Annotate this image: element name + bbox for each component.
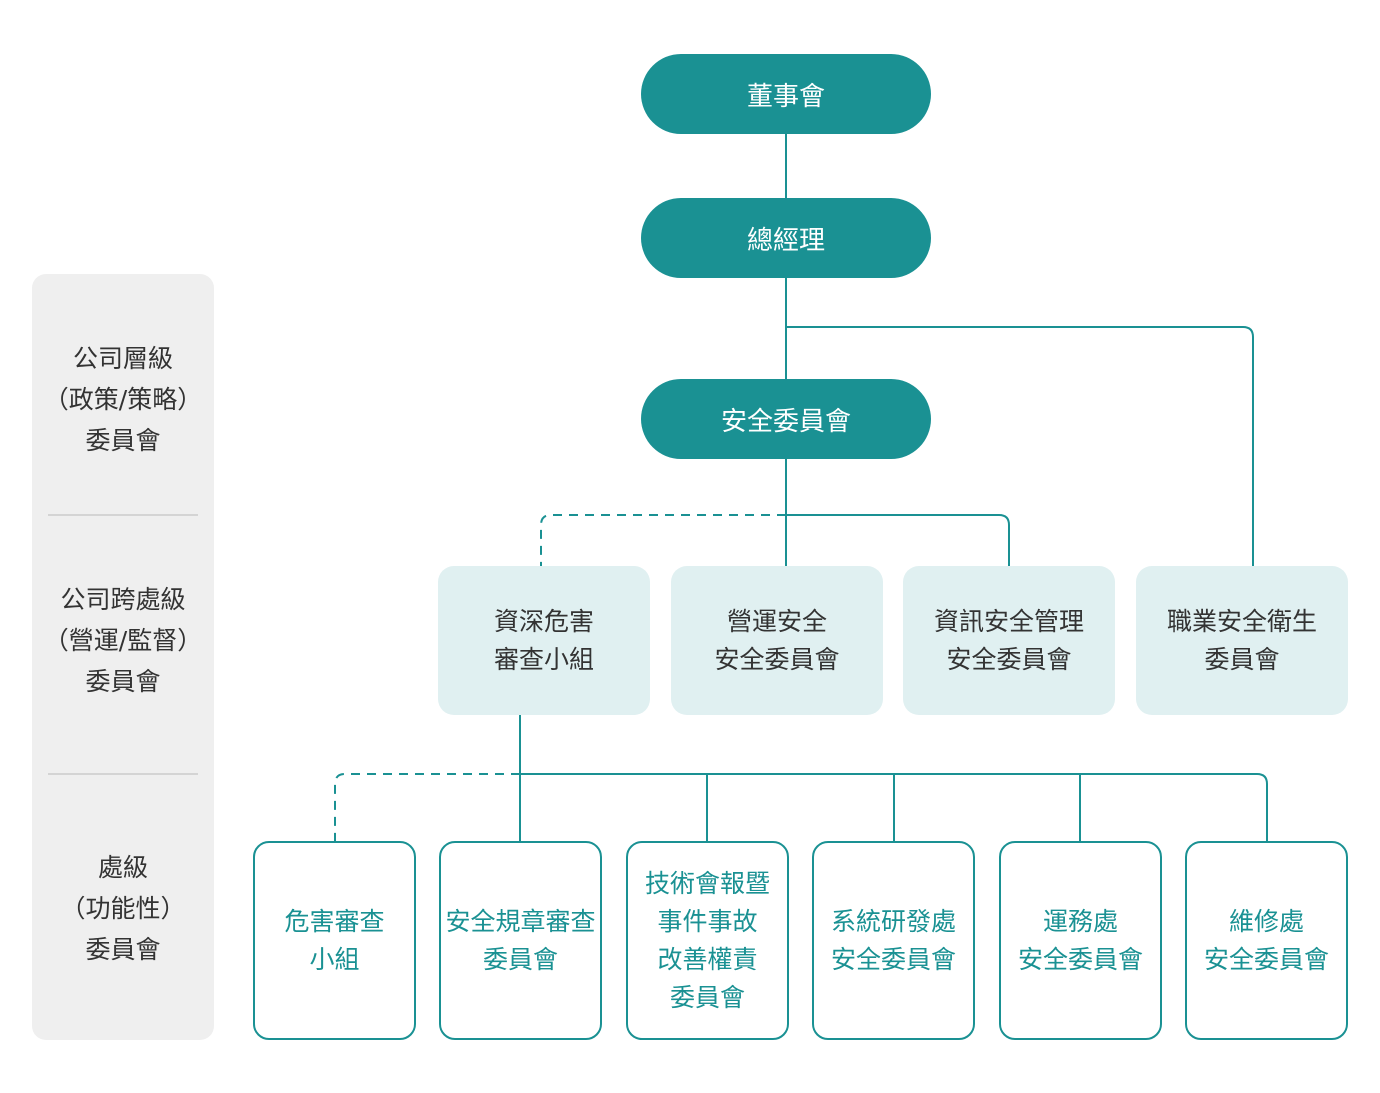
safety-committee-node: 安全委員會 [641, 379, 931, 459]
node-line: 事件事故 [657, 906, 758, 936]
level-company-line-3: 委員會 [85, 426, 161, 455]
node-line: 營運安全 [726, 606, 827, 636]
node-line: 委員會 [669, 982, 745, 1012]
system-rd-safety-committee-node: 系統研發處 安全委員會 [812, 841, 975, 1040]
level-company-line-1: 公司層級 [72, 344, 173, 373]
node-line: 技術會報暨 [644, 868, 770, 898]
node-line: 資深危害 [493, 606, 594, 636]
node-line: 系統研發處 [830, 906, 956, 936]
connector-rail-maint [1256, 773, 1268, 842]
node-line: 維修處 [1228, 906, 1304, 936]
node-line: 危害審查 [284, 906, 385, 936]
connector-committee-infosec [786, 514, 1010, 566]
level-division-line-2: （功能性） [60, 894, 186, 923]
maintenance-safety-committee-node: 維修處 安全委員會 [1185, 841, 1348, 1040]
node-line: 資訊安全管理 [933, 606, 1084, 636]
level-company: 公司層級 （政策/策略） 委員會 [32, 338, 214, 461]
node-line: 審查小組 [493, 644, 594, 674]
level-division-line-3: 委員會 [85, 935, 161, 964]
level-division-line-1: 處級 [97, 853, 148, 882]
level-cross-line-2: （營運/監督） [43, 626, 203, 655]
level-cross-line-3: 委員會 [85, 667, 161, 696]
node-line: 小組 [309, 944, 360, 974]
level-division: 處級 （功能性） 委員會 [32, 847, 214, 970]
connector-dashed-hazard [334, 773, 520, 842]
level-cross-division: 公司跨處級 （營運/監督） 委員會 [32, 579, 214, 702]
node-line: 職業安全衛生 [1166, 606, 1317, 636]
safety-regulation-review-node: 安全規章審查 委員會 [439, 841, 602, 1040]
senior-hazard-review-node: 資深危害 審查小組 [438, 566, 650, 715]
node-line: 安全委員會 [946, 644, 1072, 674]
node-line: 安全委員會 [830, 944, 956, 974]
level-divider [48, 514, 198, 516]
node-line: 改善權責 [657, 944, 758, 974]
occupational-safety-committee-node: 職業安全衛生 委員會 [1136, 566, 1348, 715]
node-line: 安全委員會 [1017, 944, 1143, 974]
level-divider [48, 773, 198, 775]
level-panel: 公司層級 （政策/策略） 委員會 公司跨處級 （營運/監督） 委員會 處級 （功… [32, 274, 214, 1040]
node-line: 運務處 [1042, 906, 1118, 936]
board-node: 董事會 [641, 54, 931, 134]
node-line: 安全委員會 [714, 644, 840, 674]
technical-meeting-committee-node: 技術會報暨 事件事故 改善權責 委員會 [626, 841, 789, 1040]
node-line: 安全規章審查 [445, 906, 596, 936]
hazard-review-group-node: 危害審查 小組 [253, 841, 416, 1040]
node-line: 安全委員會 [1203, 944, 1329, 974]
connector-dashed-senior [540, 514, 786, 566]
level-company-line-2: （政策/策略） [43, 385, 203, 414]
transport-safety-committee-node: 運務處 安全委員會 [999, 841, 1162, 1040]
node-line: 委員會 [482, 944, 558, 974]
general-manager-label: 總經理 [746, 225, 825, 256]
operations-safety-committee-node: 營運安全 安全委員會 [671, 566, 883, 715]
safety-committee-label: 安全委員會 [720, 406, 851, 437]
connector-gm-ohs [786, 326, 1254, 566]
general-manager-node: 總經理 [641, 198, 931, 278]
info-security-committee-node: 資訊安全管理 安全委員會 [903, 566, 1115, 715]
level-cross-line-1: 公司跨處級 [60, 585, 186, 614]
board-label: 董事會 [746, 81, 825, 112]
node-line: 委員會 [1204, 644, 1280, 674]
